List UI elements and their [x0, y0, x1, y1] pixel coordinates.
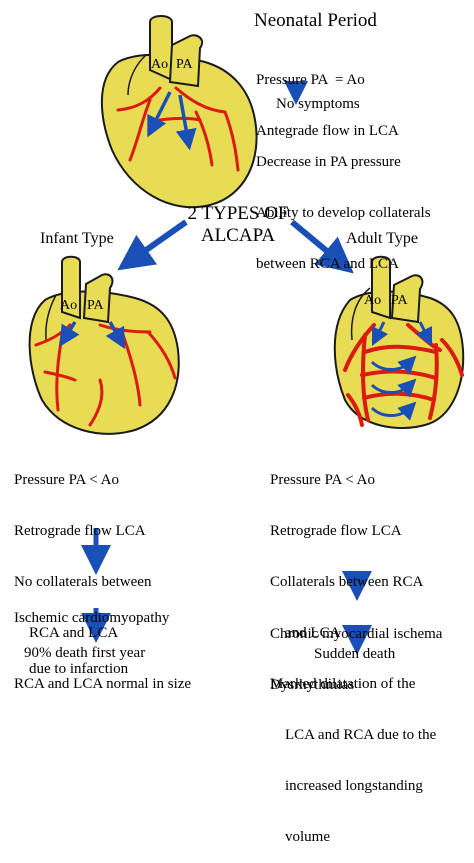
diagram-graphics — [28, 15, 465, 655]
infant-outcome-line: due to infarction — [14, 661, 129, 677]
adult-line: Retrograde flow LCA — [270, 523, 402, 539]
center-heading-line1: 2 TYPES OF — [187, 203, 289, 224]
neonatal-note: Ability to develop collaterals — [256, 205, 431, 221]
adult-line: Collaterals between RCA — [270, 574, 424, 590]
pulmonary-artery-vessel — [168, 34, 204, 88]
adult-line: volume — [270, 829, 330, 845]
aorta-label: Ao — [151, 57, 169, 72]
aorta-vessel — [371, 255, 391, 320]
center-heading-line2: ALCAPA — [200, 225, 276, 246]
pa-label: PA — [87, 298, 104, 313]
infant-final: 90% death first year — [24, 645, 146, 661]
neonatal-notes: Decrease in PA pressure Ability to devel… — [256, 120, 431, 290]
adult-line: and LCA — [270, 625, 341, 641]
adult-line: increased longstanding — [270, 778, 423, 794]
infant-title: Infant Type — [40, 230, 114, 247]
pulmonary-artery-vessel — [82, 273, 114, 324]
adult-heart — [333, 255, 465, 429]
pulmonary-artery-vessel — [390, 274, 424, 324]
pa-label: PA — [176, 57, 193, 72]
neonatal-conditions: Pressure PA = Ao Antegrade flow in LCA — [256, 38, 399, 157]
pa-label: PA — [391, 293, 408, 308]
infant-heart — [28, 255, 180, 435]
infant-line: Pressure PA < Ao — [14, 472, 120, 488]
adult-line: Pressure PA < Ao — [270, 472, 376, 488]
center-heading: 2 TYPES OF ALCAPA — [160, 203, 316, 247]
adult-line: LCA and RCA due to the — [270, 727, 437, 743]
arrow-to-adult-type — [290, 219, 354, 274]
infant-outcome: Ischemic cardiomyopathy due to infarctio… — [14, 576, 169, 695]
neonatal-line: Pressure PA = Ao — [256, 72, 365, 88]
neonatal-note: Decrease in PA pressure — [256, 154, 401, 170]
neonatal-note: between RCA and LCA — [256, 256, 399, 272]
neonatal-title: Neonatal Period — [254, 10, 377, 31]
adult-final: Sudden death — [314, 646, 396, 662]
aorta-label: Ao — [60, 298, 78, 313]
infant-line: Retrograde flow LCA — [14, 523, 146, 539]
neonatal-heart — [100, 15, 258, 209]
adult-title: Adult Type — [346, 230, 418, 247]
infant-line: No collaterals between — [14, 574, 152, 590]
adult-outcome-line: Chronic myocardial ischema — [270, 626, 443, 642]
aorta-vessel — [61, 255, 81, 320]
infant-line: RCA and LCA — [14, 625, 119, 641]
neonatal-result: No symptoms — [276, 96, 360, 112]
aorta-vessel — [149, 15, 173, 82]
adult-outcome-line: Dysrhythmias — [270, 677, 355, 693]
aorta-label: Ao — [364, 293, 382, 308]
infant-outcome-line: Ischemic cardiomyopathy — [14, 610, 170, 626]
arrow-to-infant-type — [117, 219, 188, 271]
neonatal-line: Antegrade flow in LCA — [256, 123, 399, 139]
